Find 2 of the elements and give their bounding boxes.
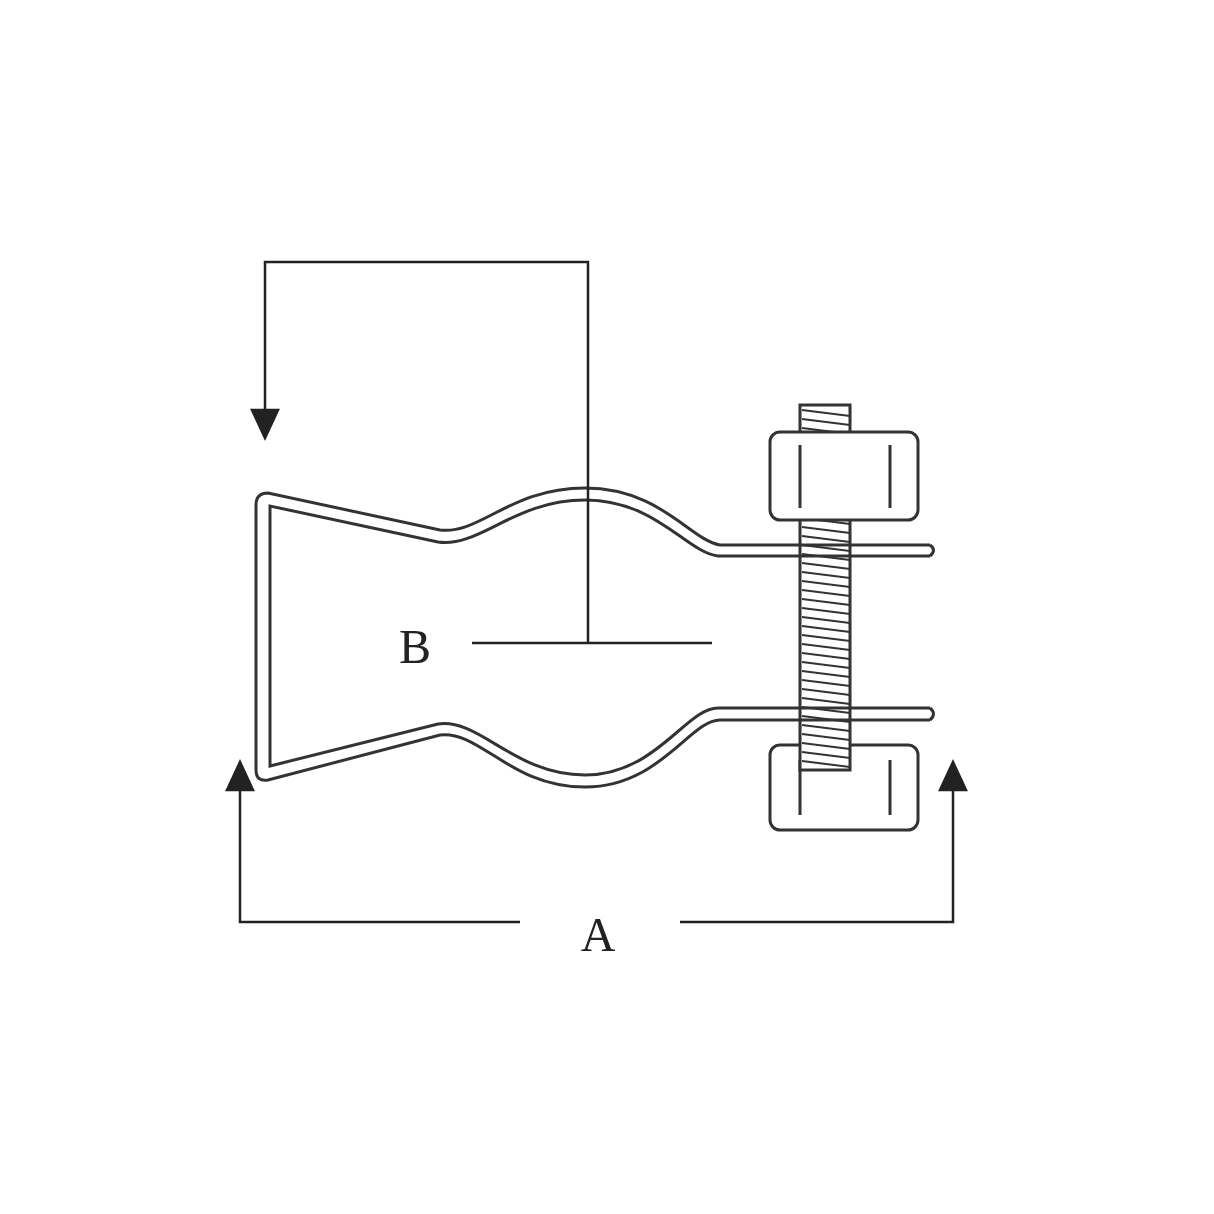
- dimension-label: B: [399, 623, 431, 671]
- dimension-label: A: [580, 911, 616, 959]
